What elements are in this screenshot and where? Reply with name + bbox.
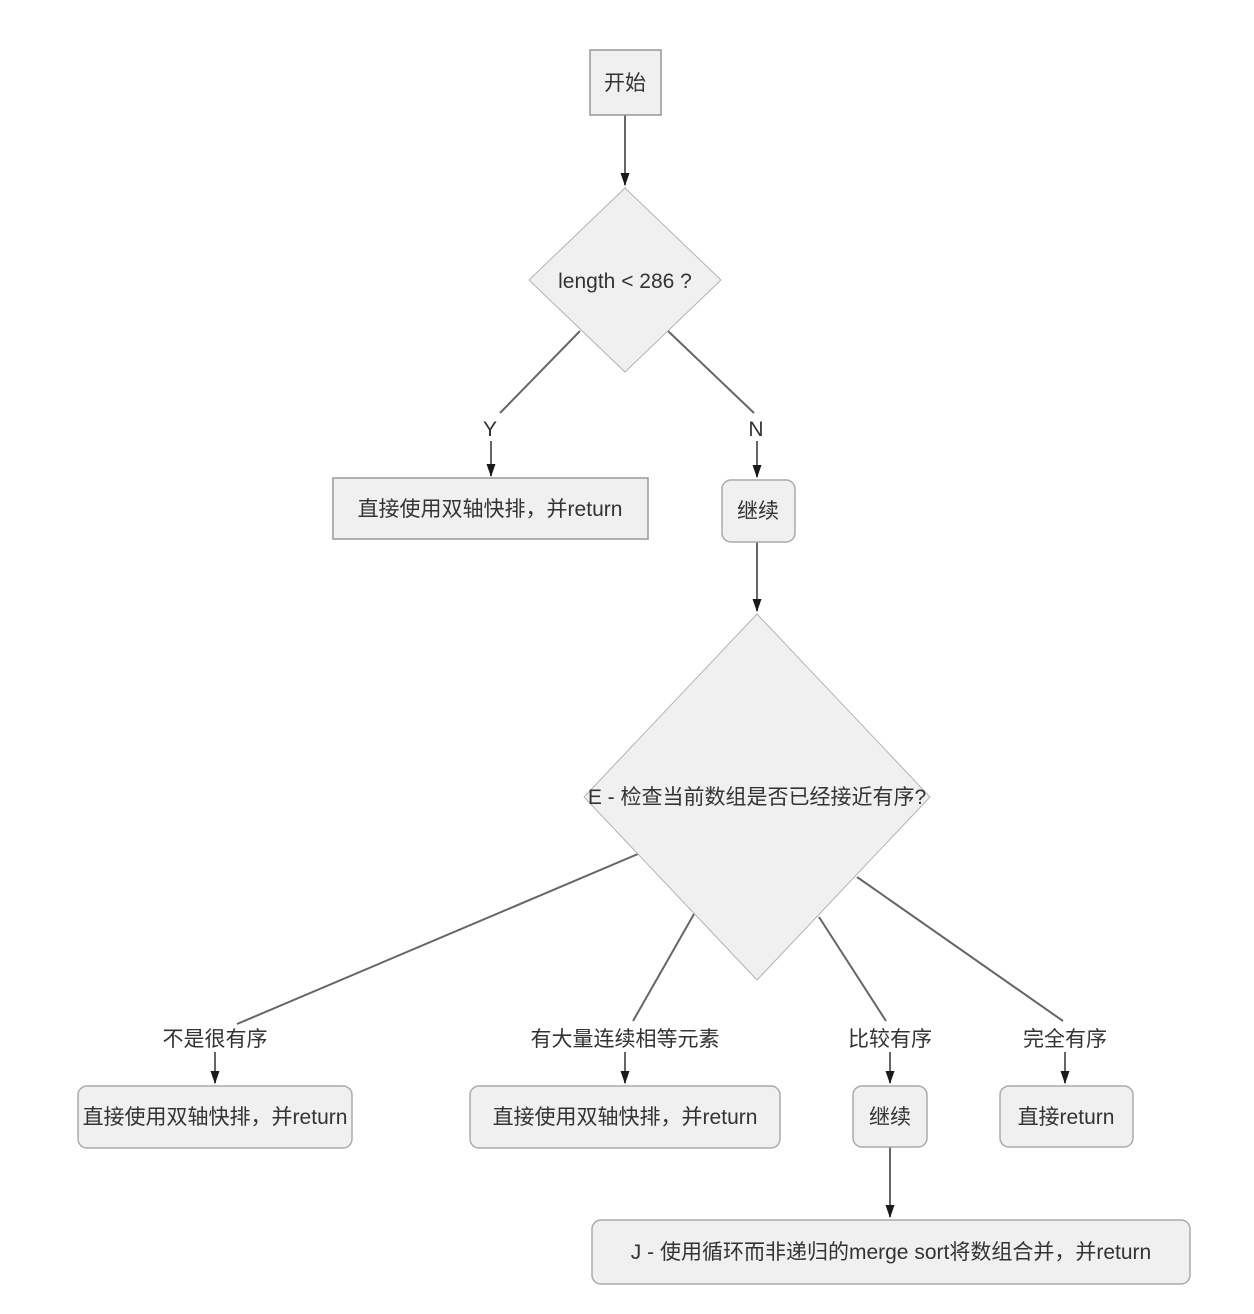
node-continue-2: 继续	[852, 1085, 928, 1148]
edge-check-to-not-very-sorted-label	[236, 853, 639, 1025]
node-merge-sort-label: J - 使用循环而非递归的merge sort将数组合并，并return	[631, 1241, 1151, 1264]
edge-label-many-consecutive-equal: 有大量连续相等元素	[531, 1028, 720, 1051]
edge-length-check-to-yes-label	[499, 330, 581, 414]
node-dual-pivot-left: 直接使用双轴快排，并return	[77, 1085, 353, 1149]
node-merge-sort: J - 使用循环而非递归的merge sort将数组合并，并return	[591, 1219, 1191, 1285]
node-continue-1-label: 继续	[737, 500, 779, 523]
node-continue-2-box	[852, 1085, 928, 1148]
edge-length-check-to-no-label	[667, 330, 755, 414]
node-continue-1: 继续	[721, 479, 796, 543]
node-merge-sort-box	[591, 1219, 1191, 1285]
node-start: 开始	[589, 49, 662, 116]
node-dual-pivot-top-box	[332, 477, 649, 540]
node-dual-pivot-mid-label: 直接使用双轴快排，并return	[493, 1106, 758, 1129]
node-length-check-diamond	[528, 187, 722, 373]
edge-label-fairly-sorted: 比较有序	[848, 1028, 932, 1051]
edge-check-to-many-equal-label	[632, 913, 695, 1022]
node-start-box	[589, 49, 662, 116]
edges	[210, 115, 1070, 1218]
node-nearly-sorted-check-label: E - 检查当前数组是否已经接近有序?	[588, 786, 926, 809]
node-length-check: length < 286 ?	[528, 187, 722, 373]
node-length-check-label: length < 286 ?	[558, 270, 692, 293]
edge-check-to-fairly-sorted-label	[818, 916, 887, 1022]
edge-labels: Y N 不是很有序 有大量连续相等元素 比较有序 完全有序	[163, 418, 1108, 1051]
node-direct-return: 直接return	[999, 1085, 1134, 1148]
node-nearly-sorted-check-diamond	[583, 613, 931, 981]
node-dual-pivot-top: 直接使用双轴快排，并return	[332, 477, 649, 540]
edge-label-fully-sorted: 完全有序	[1023, 1028, 1107, 1051]
node-dual-pivot-left-box	[77, 1085, 353, 1149]
edge-label-no: N	[748, 418, 763, 441]
node-dual-pivot-mid: 直接使用双轴快排，并return	[469, 1085, 781, 1149]
edge-label-yes: Y	[483, 418, 497, 441]
node-continue-2-label: 继续	[869, 1106, 911, 1129]
node-dual-pivot-left-label: 直接使用双轴快排，并return	[83, 1106, 348, 1129]
node-direct-return-label: 直接return	[1018, 1106, 1115, 1129]
edge-label-not-very-sorted: 不是很有序	[163, 1028, 268, 1051]
node-nearly-sorted-check: E - 检查当前数组是否已经接近有序?	[583, 613, 931, 981]
node-start-label: 开始	[604, 72, 646, 95]
edge-check-to-fully-sorted-label	[856, 876, 1064, 1022]
node-direct-return-box	[999, 1085, 1134, 1148]
node-dual-pivot-top-label: 直接使用双轴快排，并return	[358, 498, 623, 521]
node-continue-1-box	[721, 479, 796, 543]
node-dual-pivot-mid-box	[469, 1085, 781, 1149]
